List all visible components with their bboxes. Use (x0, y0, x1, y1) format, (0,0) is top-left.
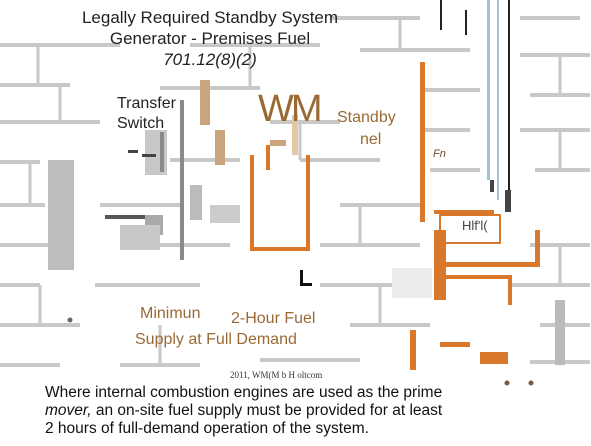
caption-line-3: 2 hours of full-demand operation of the … (45, 420, 369, 437)
fuel-supply-label-2: Supply at Full Demand (135, 331, 297, 349)
title-line-2: Generator - Premises Fuel (60, 29, 360, 48)
panel-mark: Fn (433, 148, 446, 160)
caption-line-1: Where internal combustion engines are us… (45, 384, 442, 401)
caption-italic-word: mover, (45, 402, 92, 419)
transfer-switch-label-2: Switch (117, 115, 164, 133)
transfer-switch-label-1: Transfer (117, 95, 176, 113)
caption-line-2: mover, an on-site fuel supply must be pr… (45, 402, 442, 419)
minimum-label: Minimun (140, 305, 200, 323)
generator-tag: Hlf'l( (462, 218, 488, 233)
caption-line-2-rest: an on-site fuel supply must be provided … (92, 402, 443, 419)
standby-panel-label-1: Standby (337, 109, 396, 127)
wm-logo: WM (258, 88, 320, 131)
code-reference: 701.12(8)(2) (60, 50, 360, 69)
title-line-1: Legally Required Standby System (60, 8, 360, 27)
fuel-tank (300, 268, 565, 365)
copyright-watermark: 2011, WM(M b H oltcom (230, 370, 322, 380)
fuel-supply-label-1: 2-Hour Fuel (231, 310, 315, 328)
standby-panel-label-2: nel (360, 131, 381, 149)
